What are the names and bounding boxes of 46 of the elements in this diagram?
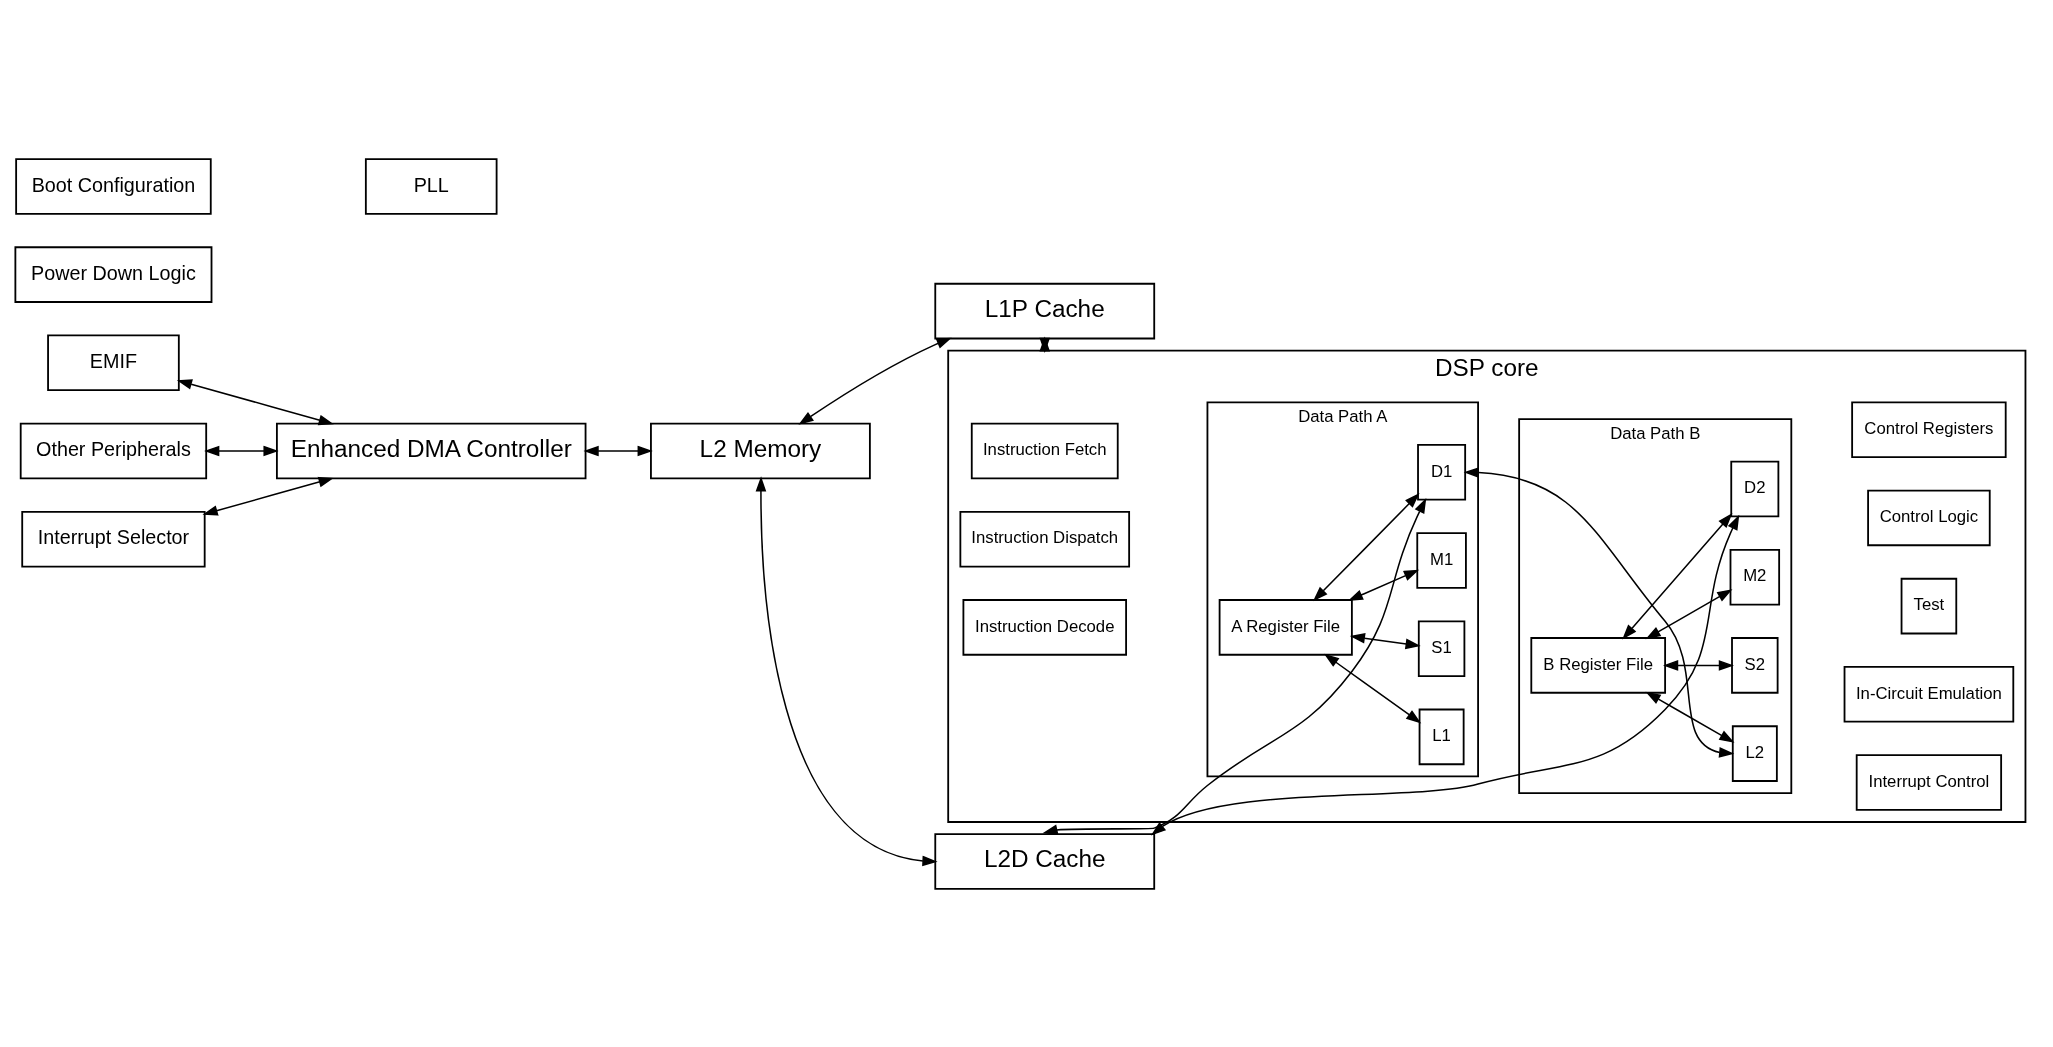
arrow: [176, 378, 334, 425]
node-box: A Register File: [1218, 598, 1353, 656]
node-box: D2: [1730, 460, 1780, 517]
arrow: [1663, 659, 1734, 671]
node-box: S1: [1417, 619, 1466, 677]
arrow: [1463, 466, 1735, 758]
node-box: D1: [1417, 443, 1467, 501]
arrow: [1042, 497, 1427, 835]
arrow: [798, 337, 952, 425]
arrow: [755, 475, 938, 866]
arrow: [1039, 335, 1051, 353]
arrow: [1645, 588, 1733, 639]
arrow: [1312, 492, 1420, 601]
arrow: [1347, 569, 1420, 601]
arrow: [1323, 653, 1422, 723]
node-box: Control Registers: [1851, 400, 2007, 458]
node-box: L1: [1418, 708, 1465, 765]
node-box: Instruction Fetch: [970, 422, 1119, 479]
node-box: L1P Cache: [934, 282, 1156, 339]
node-box: S2: [1731, 636, 1779, 694]
node-box: Instruction Dispatch: [959, 510, 1131, 567]
node-box: Boot Configuration: [15, 157, 212, 215]
node-box: Test: [1900, 577, 1958, 634]
node-box: Enhanced DMA Controller: [276, 422, 587, 479]
node-box: Power Down Logic: [14, 245, 213, 303]
node-box: L2 Memory: [650, 422, 871, 479]
node-box: L2: [1731, 724, 1778, 782]
node-box: EMIF: [47, 334, 180, 391]
node-box: In-Circuit Emulation: [1843, 665, 2015, 723]
node-box: L2D Cache: [934, 832, 1156, 890]
node-box: M1: [1416, 531, 1467, 589]
arrow: [583, 445, 653, 456]
arrow: [1150, 514, 1740, 836]
arrow: [204, 445, 279, 456]
node-box: PLL: [364, 157, 498, 215]
node-box: Control Logic: [1867, 489, 1991, 546]
arrow: [202, 476, 334, 516]
arrow: [1622, 512, 1733, 640]
arrow: [1349, 632, 1421, 649]
arrow: [1645, 691, 1735, 743]
node-box: Other Peripherals: [19, 422, 208, 479]
node-box: Interrupt Selector: [21, 510, 206, 567]
node-box: Instruction Decode: [962, 598, 1127, 656]
node-box: M2: [1729, 548, 1781, 605]
node-box: B Register File: [1530, 636, 1666, 694]
node-box: Interrupt Control: [1855, 753, 2003, 811]
